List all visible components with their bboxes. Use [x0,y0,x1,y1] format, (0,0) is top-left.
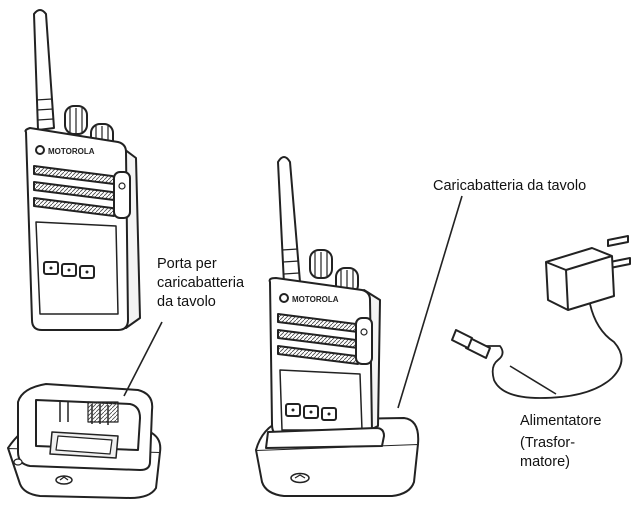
label-port-line-1: Porta per [157,256,217,272]
power-adapter [451,235,631,399]
callout-lines [123,195,557,409]
label-power-adapter: Alimentatore (Trasfor- matore) [520,412,601,472]
label-port-line-3: da tavolo [157,294,216,310]
label-adapter-line-1: Alimentatore [520,413,602,429]
label-desktop-charger-port: Porta per caricabatteria da tavolo [157,255,244,312]
label-port-line-2: caricabatteria [157,275,245,291]
label-adapter-line-2: (Trasfor- [520,435,576,451]
empty-charger-cradle [7,383,162,499]
svg-text:MOTOROLA: MOTOROLA [292,295,339,304]
callout-line-adapter [509,365,557,395]
svg-text:MOTOROLA: MOTOROLA [48,147,95,156]
label-charger-text: Caricabatteria da tavolo [433,178,587,194]
callout-line-charger [397,195,463,409]
radio-standalone: MOTOROLA [24,9,141,331]
label-desktop-charger: Caricabatteria da tavolo [433,177,586,196]
label-adapter-line-3: matore) [520,454,570,470]
radio-in-charger: MOTOROLA [255,156,420,497]
callout-line-port [123,321,163,397]
